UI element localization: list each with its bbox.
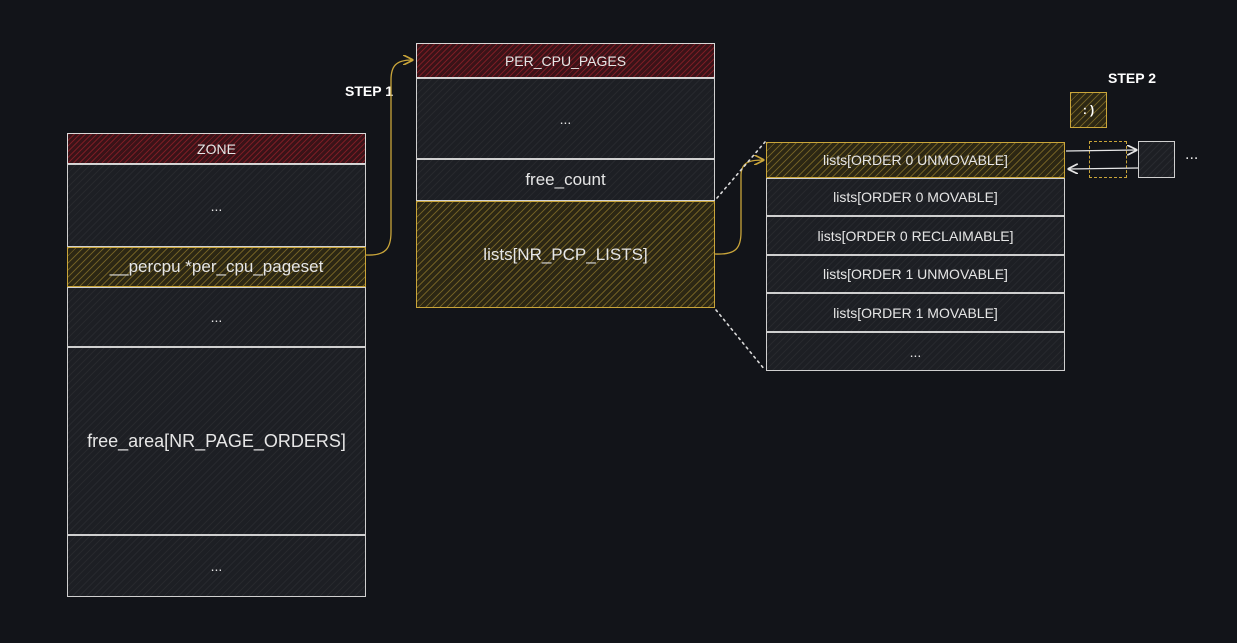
step-1-label: STEP 1 — [345, 83, 393, 99]
expansion-line-top — [716, 141, 766, 199]
per-cpu-pages-header: PER_CPU_PAGES — [416, 43, 715, 78]
arrow-pcp-lists-to-array — [714, 160, 763, 255]
list-order1-movable: lists[ORDER 1 MOVABLE] — [766, 293, 1065, 332]
list-ellipsis: ... — [766, 332, 1065, 371]
zone-row-percpu-pageset: __percpu *per_cpu_pageset — [67, 247, 366, 287]
step-2-smiley-box: : ) — [1070, 92, 1107, 128]
zone-row-ellipsis-2: ... — [67, 287, 366, 347]
expansion-line-bottom — [715, 309, 766, 371]
zone-header: ZONE — [67, 133, 366, 164]
list-order0-reclaimable: lists[ORDER 0 RECLAIMABLE] — [766, 216, 1065, 255]
pcp-row-free-count: free_count — [416, 159, 715, 201]
dashed-page-slot — [1089, 141, 1127, 178]
step-2-label: STEP 2 — [1108, 70, 1156, 86]
list-order0-unmovable: lists[ORDER 0 UNMOVABLE] — [766, 142, 1065, 178]
zone-row-ellipsis-1: ... — [67, 164, 366, 247]
list-order1-unmovable: lists[ORDER 1 UNMOVABLE] — [766, 255, 1065, 293]
pcp-row-lists: lists[NR_PCP_LISTS] — [416, 201, 715, 308]
zone-row-free-area: free_area[NR_PAGE_ORDERS] — [67, 347, 366, 535]
pcp-row-ellipsis: ... — [416, 78, 715, 159]
list-continuation-ellipsis: ... — [1185, 146, 1199, 163]
list-node-box — [1138, 141, 1175, 178]
zone-row-ellipsis-3: ... — [67, 535, 366, 597]
list-order0-movable: lists[ORDER 0 MOVABLE] — [766, 178, 1065, 216]
